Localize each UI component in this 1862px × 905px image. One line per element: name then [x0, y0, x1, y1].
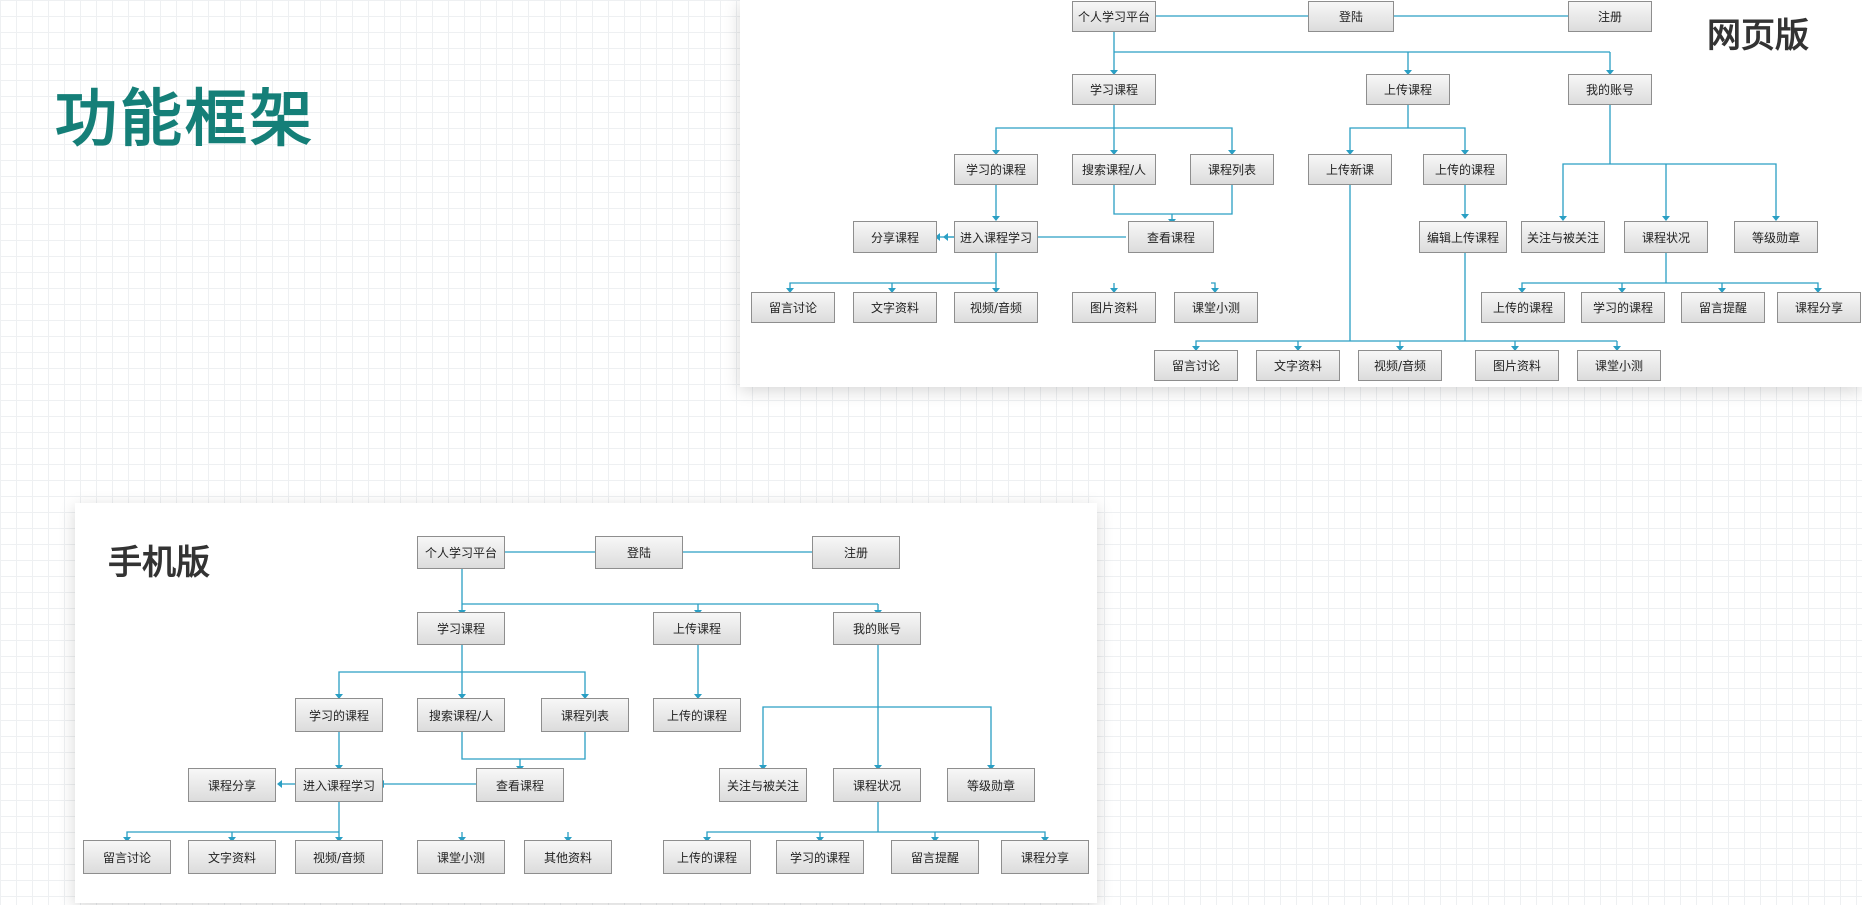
- mobile-node-learn: 学习课程: [417, 612, 505, 645]
- web-node-login: 登陆: [1308, 1, 1394, 32]
- web-node-medal: 等级勋章: [1734, 221, 1818, 253]
- web-node-search: 搜索课程/人: [1072, 154, 1156, 185]
- mobile-node-uploaded: 上传的课程: [653, 698, 741, 732]
- web-node-register: 注册: [1568, 1, 1652, 32]
- mobile-node-status-learned: 学习的课程: [776, 840, 864, 874]
- web-node-text: 文字资料: [853, 292, 937, 323]
- web-node-enter: 进入课程学习: [954, 221, 1038, 253]
- mobile-node-enter: 进入课程学习: [295, 768, 383, 802]
- web-node-upload-new: 上传新课: [1308, 154, 1392, 185]
- web-node-upload-quiz: 课堂小测: [1577, 350, 1661, 381]
- web-connectors: [786, 15, 1822, 351]
- web-node-status-reminder: 留言提醒: [1681, 292, 1765, 323]
- mobile-node-msg: 留言讨论: [83, 840, 171, 874]
- web-node-follow: 关注与被关注: [1521, 221, 1605, 253]
- mobile-connectors: [123, 551, 1049, 842]
- web-node-upload-msg: 留言讨论: [1154, 350, 1238, 381]
- web-node-video: 视频/音频: [954, 292, 1038, 323]
- web-node-image: 图片资料: [1072, 292, 1156, 323]
- mobile-node-video: 视频/音频: [295, 840, 383, 874]
- mobile-node-course-list: 课程列表: [541, 698, 629, 732]
- mobile-node-follow: 关注与被关注: [719, 768, 807, 802]
- web-node-status-share: 课程分享: [1777, 292, 1861, 323]
- web-node-upload-text: 文字资料: [1256, 350, 1340, 381]
- mobile-node-platform: 个人学习平台: [417, 536, 505, 569]
- mobile-node-account: 我的账号: [833, 612, 921, 645]
- mobile-node-view: 查看课程: [476, 768, 564, 802]
- mobile-node-status: 课程状况: [833, 768, 921, 802]
- web-node-quiz: 课堂小测: [1174, 292, 1258, 323]
- mobile-node-share: 课程分享: [188, 768, 276, 802]
- web-node-edit-uploaded: 编辑上传课程: [1419, 221, 1507, 253]
- mobile-node-register: 注册: [812, 536, 900, 569]
- mobile-node-status-uploaded: 上传的课程: [663, 840, 751, 874]
- mobile-diagram-panel: 手机版 个人学习平台 登陆 注册 学习课程 上传课程 我的账号 学习的课程 搜索…: [75, 503, 1097, 903]
- web-version-label: 网页版: [1707, 16, 1809, 56]
- web-node-upload-video: 视频/音频: [1358, 350, 1442, 381]
- mobile-version-label: 手机版: [108, 543, 210, 583]
- web-node-uploaded: 上传的课程: [1423, 154, 1507, 185]
- mobile-node-other: 其他资料: [524, 840, 612, 874]
- web-node-status: 课程状况: [1624, 221, 1708, 253]
- web-node-status-learned: 学习的课程: [1581, 292, 1665, 323]
- web-node-learn: 学习课程: [1072, 74, 1156, 105]
- web-node-upload-image: 图片资料: [1475, 350, 1559, 381]
- web-node-course-list: 课程列表: [1190, 154, 1274, 185]
- mobile-node-medal: 等级勋章: [947, 768, 1035, 802]
- web-node-status-uploaded: 上传的课程: [1481, 292, 1565, 323]
- web-diagram-panel: 网页版 个人学习平台 登陆 注册 学习课程 上传课程 我的账号 学习的课程 搜索…: [740, 0, 1862, 387]
- web-node-share: 分享课程: [853, 221, 937, 253]
- mobile-node-my-courses: 学习的课程: [295, 698, 383, 732]
- mobile-node-status-reminder: 留言提醒: [891, 840, 979, 874]
- mobile-node-search: 搜索课程/人: [417, 698, 505, 732]
- mobile-node-login: 登陆: [595, 536, 683, 569]
- mobile-node-status-share: 课程分享: [1001, 840, 1089, 874]
- web-node-platform: 个人学习平台: [1072, 1, 1156, 32]
- web-node-my-courses: 学习的课程: [954, 154, 1038, 185]
- mobile-node-text: 文字资料: [188, 840, 276, 874]
- web-node-msg: 留言讨论: [751, 292, 835, 323]
- web-node-upload: 上传课程: [1366, 74, 1450, 105]
- web-node-account: 我的账号: [1568, 74, 1652, 105]
- web-node-view: 查看课程: [1128, 221, 1214, 253]
- mobile-node-upload: 上传课程: [653, 612, 741, 645]
- page-title: 功能框架: [55, 82, 316, 155]
- mobile-node-quiz: 课堂小测: [417, 840, 505, 874]
